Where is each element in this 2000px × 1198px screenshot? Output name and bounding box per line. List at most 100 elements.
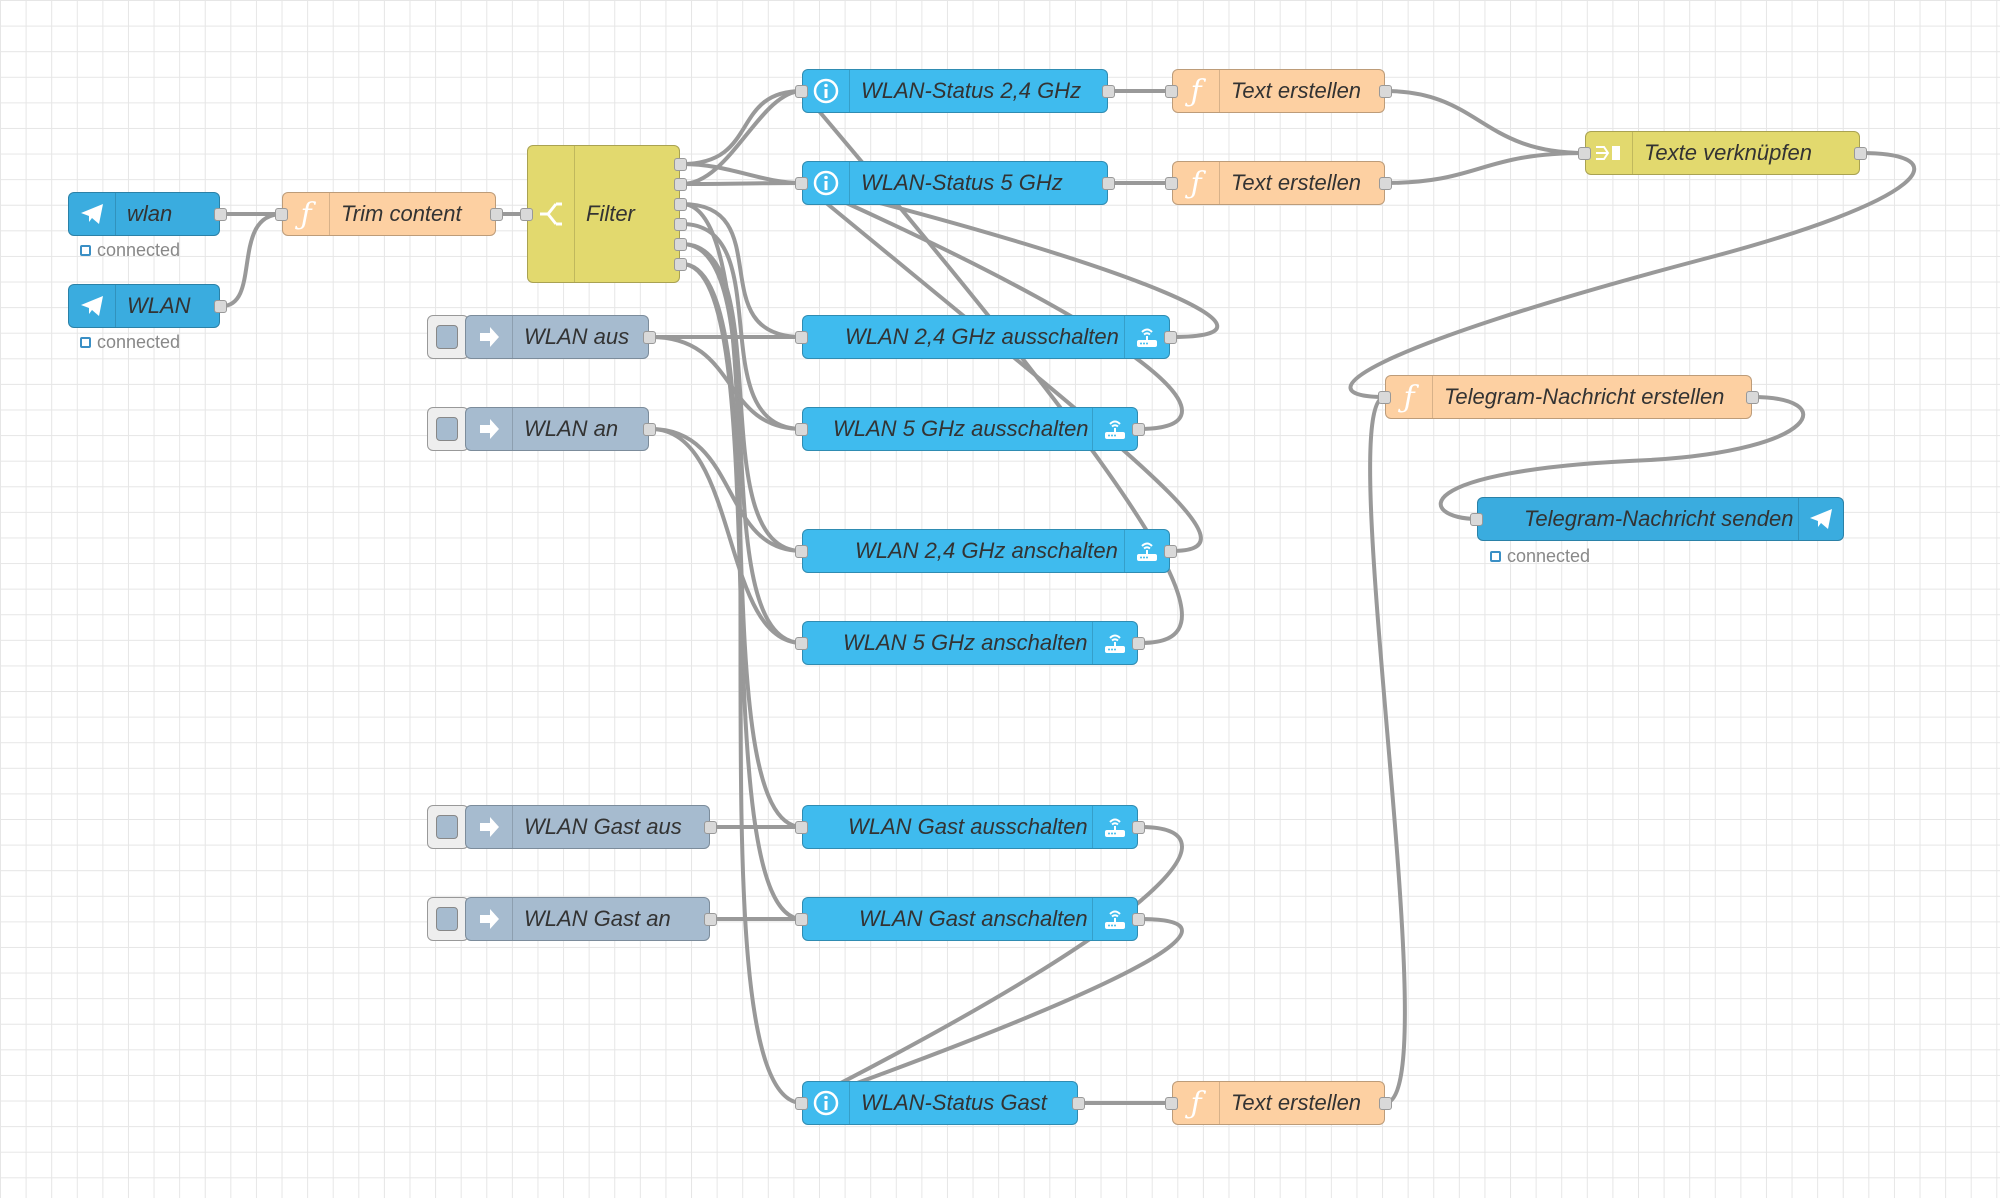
join-icon (1586, 132, 1633, 174)
input-port[interactable] (275, 208, 288, 221)
input-port[interactable] (795, 423, 808, 436)
output-port[interactable] (214, 208, 227, 221)
wire[interactable] (801, 181, 1220, 339)
function-node[interactable]: ƒ Text erstellen (1165, 69, 1392, 113)
input-port[interactable] (795, 913, 808, 926)
wire[interactable] (681, 89, 803, 166)
wlan-switch-node[interactable]: WLAN 2,4 GHz anschalten (795, 529, 1177, 573)
wire[interactable] (650, 427, 803, 553)
telegram-receiver-node[interactable]: wlan (68, 192, 227, 236)
telegram-icon (1798, 498, 1843, 540)
output-port[interactable] (1132, 913, 1145, 926)
output-port[interactable] (1072, 1097, 1085, 1110)
telegram-icon (69, 193, 116, 235)
function-node[interactable]: ƒ Text erstellen (1165, 1081, 1392, 1125)
output-port[interactable] (1102, 85, 1115, 98)
telegram-sender-node[interactable]: Telegram-Nachricht senden (1470, 497, 1844, 541)
function-node[interactable]: ƒ Trim content (275, 192, 503, 236)
input-port[interactable] (1378, 391, 1391, 404)
wlan-switch-node[interactable]: WLAN 5 GHz ausschalten (795, 407, 1145, 451)
output-port[interactable] (704, 913, 717, 926)
wlan-switch-node[interactable]: WLAN Gast anschalten (795, 897, 1145, 941)
output-port[interactable] (1132, 637, 1145, 650)
input-port[interactable] (520, 208, 533, 221)
inject-button[interactable] (427, 407, 469, 451)
output-port[interactable] (1164, 545, 1177, 558)
wire[interactable] (800, 181, 1203, 553)
inject-button[interactable] (427, 897, 469, 941)
wire[interactable] (650, 427, 803, 645)
inject-button[interactable] (427, 805, 469, 849)
inject-node[interactable]: WLAN Gast an (465, 897, 717, 941)
wire[interactable] (681, 181, 803, 186)
inject-node[interactable]: WLAN aus (465, 315, 656, 359)
input-port[interactable] (1165, 1097, 1178, 1110)
telegram-receiver-node[interactable]: WLAN (68, 284, 227, 328)
output-port[interactable] (1132, 821, 1145, 834)
wire[interactable] (1384, 151, 1586, 185)
output-port[interactable] (1132, 423, 1145, 436)
function-node[interactable]: ƒ Text erstellen (1165, 161, 1392, 205)
output-port[interactable] (1379, 85, 1392, 98)
input-port[interactable] (1470, 513, 1483, 526)
input-port[interactable] (1165, 85, 1178, 98)
wire[interactable] (801, 917, 1184, 1105)
inject-node[interactable]: WLAN Gast aus (465, 805, 717, 849)
wire[interactable] (681, 202, 803, 1105)
wlan-status-node[interactable]: WLAN-Status 5 GHz (795, 161, 1115, 205)
function-node[interactable]: ƒ Telegram-Nachricht erstellen (1378, 375, 1759, 419)
node-status: connected (80, 332, 180, 353)
input-port[interactable] (795, 545, 808, 558)
output-port[interactable] (643, 331, 656, 344)
input-port[interactable] (795, 177, 808, 190)
output-port[interactable] (1379, 1097, 1392, 1110)
wire[interactable] (1368, 395, 1407, 1105)
output-port[interactable] (674, 198, 687, 211)
wire[interactable] (650, 335, 803, 431)
input-port[interactable] (795, 821, 808, 834)
wire[interactable] (681, 89, 803, 186)
input-port[interactable] (795, 85, 808, 98)
node-label: WLAN an (524, 416, 619, 441)
output-port[interactable] (674, 238, 687, 251)
output-port[interactable] (1102, 177, 1115, 190)
wire[interactable] (1438, 395, 1806, 521)
output-port[interactable] (1854, 147, 1867, 160)
wire[interactable] (1384, 89, 1586, 155)
output-port[interactable] (1379, 177, 1392, 190)
inject-button[interactable] (427, 315, 469, 359)
wlan-status-node[interactable]: WLAN-Status 2,4 GHz (795, 69, 1115, 113)
router-icon (1124, 316, 1169, 358)
output-port[interactable] (1164, 331, 1177, 344)
wlan-switch-node[interactable]: WLAN 2,4 GHz ausschalten (795, 315, 1177, 359)
router-icon (1092, 898, 1137, 940)
output-port[interactable] (704, 821, 717, 834)
output-port[interactable] (1746, 391, 1759, 404)
wire[interactable] (681, 202, 803, 339)
output-port[interactable] (674, 218, 687, 231)
input-port[interactable] (1165, 177, 1178, 190)
output-port[interactable] (214, 300, 227, 313)
output-port[interactable] (674, 158, 687, 171)
inject-node[interactable]: WLAN an (465, 407, 656, 451)
wlan-status-node[interactable]: WLAN-Status Gast (795, 1081, 1085, 1125)
status-ring-icon (80, 245, 91, 256)
output-port[interactable] (490, 208, 503, 221)
wire[interactable] (221, 212, 283, 308)
input-port[interactable] (1578, 147, 1591, 160)
input-port[interactable] (795, 331, 808, 344)
wire[interactable] (801, 181, 1184, 431)
inject-arrow-icon (466, 316, 513, 358)
output-port[interactable] (674, 178, 687, 191)
wlan-switch-node[interactable]: WLAN 5 GHz anschalten (795, 621, 1145, 665)
switch-node[interactable]: Filter (520, 145, 687, 283)
output-port[interactable] (674, 258, 687, 271)
wire[interactable] (801, 825, 1184, 1105)
wire[interactable] (1348, 151, 1917, 399)
wlan-switch-node[interactable]: WLAN Gast ausschalten (795, 805, 1145, 849)
output-port[interactable] (643, 423, 656, 436)
join-node[interactable]: Texte verknüpfen (1578, 131, 1867, 175)
input-port[interactable] (795, 1097, 808, 1110)
input-port[interactable] (795, 637, 808, 650)
